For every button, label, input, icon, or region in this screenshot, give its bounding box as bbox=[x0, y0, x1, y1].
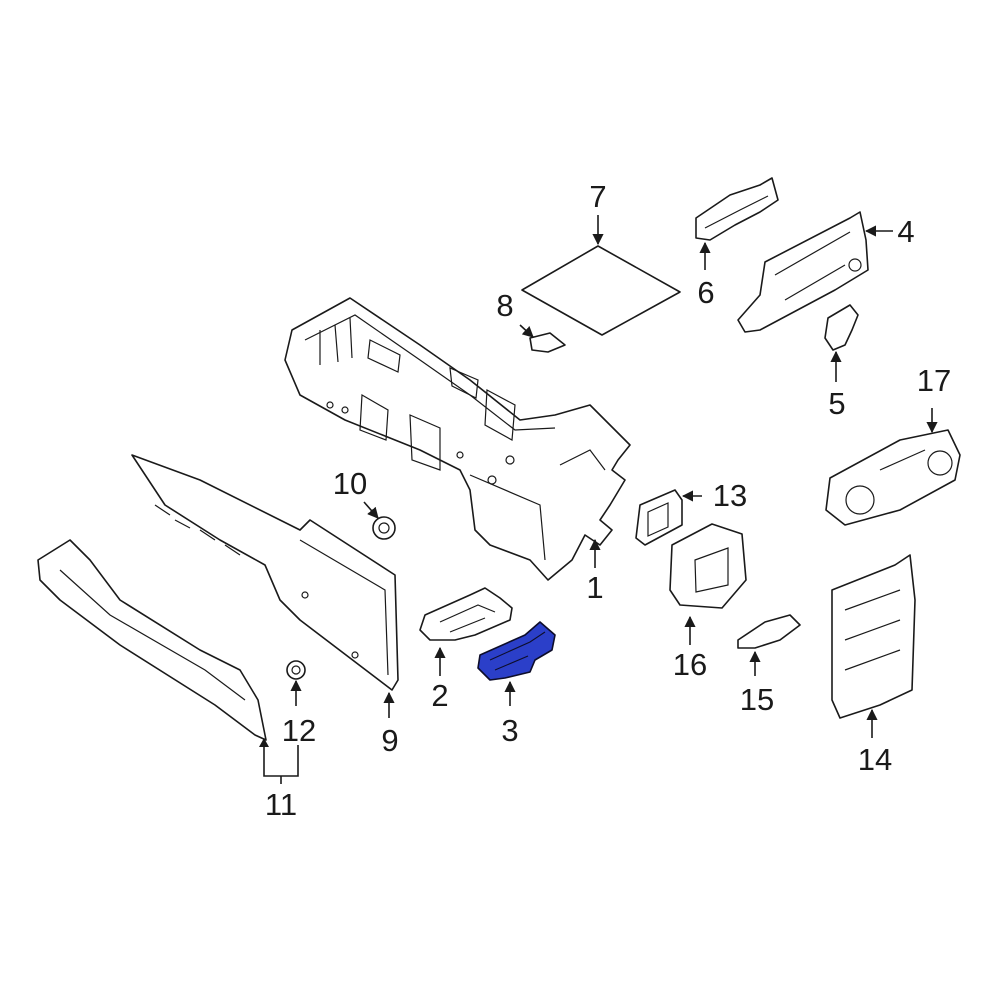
callout-10: 10 bbox=[333, 466, 367, 501]
callout-4: 4 bbox=[897, 214, 914, 249]
part-10-knob[interactable] bbox=[372, 516, 396, 540]
part-16-cup-holder[interactable] bbox=[669, 523, 747, 609]
callout-11: 11 bbox=[265, 787, 297, 822]
part-17-climate-control[interactable] bbox=[825, 429, 961, 526]
callout-15: 15 bbox=[740, 682, 774, 717]
callout-2: 2 bbox=[431, 678, 448, 713]
part-7-mat[interactable] bbox=[521, 245, 681, 336]
part-9-side-panel[interactable] bbox=[131, 454, 399, 691]
part-3-highlighted-bracket[interactable] bbox=[477, 621, 556, 681]
callout-14: 14 bbox=[858, 742, 892, 777]
part-11-trim-panel[interactable] bbox=[37, 539, 267, 741]
callout-13: 13 bbox=[713, 478, 747, 513]
part-1-console-frame[interactable] bbox=[284, 297, 631, 581]
callout-5: 5 bbox=[828, 386, 845, 421]
callout-17: 17 bbox=[917, 363, 951, 398]
callout-16: 16 bbox=[673, 647, 707, 682]
part-15-lid[interactable] bbox=[737, 614, 801, 649]
callout-9: 9 bbox=[381, 723, 398, 758]
callout-12: 12 bbox=[282, 713, 316, 748]
part-6-reinforcement[interactable] bbox=[695, 177, 779, 241]
part-5-clip-bracket[interactable] bbox=[824, 304, 859, 351]
part-8-clip[interactable] bbox=[529, 332, 566, 353]
callout-1: 1 bbox=[586, 570, 603, 605]
callout-3: 3 bbox=[501, 713, 518, 748]
callout-6: 6 bbox=[697, 275, 714, 310]
leader-lines bbox=[259, 215, 938, 784]
part-13-module[interactable] bbox=[635, 489, 683, 546]
part-14-rear-panel[interactable] bbox=[831, 554, 916, 719]
part-2-bracket[interactable] bbox=[419, 587, 513, 641]
callout-8: 8 bbox=[496, 288, 513, 323]
part-12-grommet[interactable] bbox=[286, 660, 306, 680]
callout-7: 7 bbox=[589, 179, 606, 214]
part-4-cover-panel[interactable] bbox=[737, 211, 869, 333]
